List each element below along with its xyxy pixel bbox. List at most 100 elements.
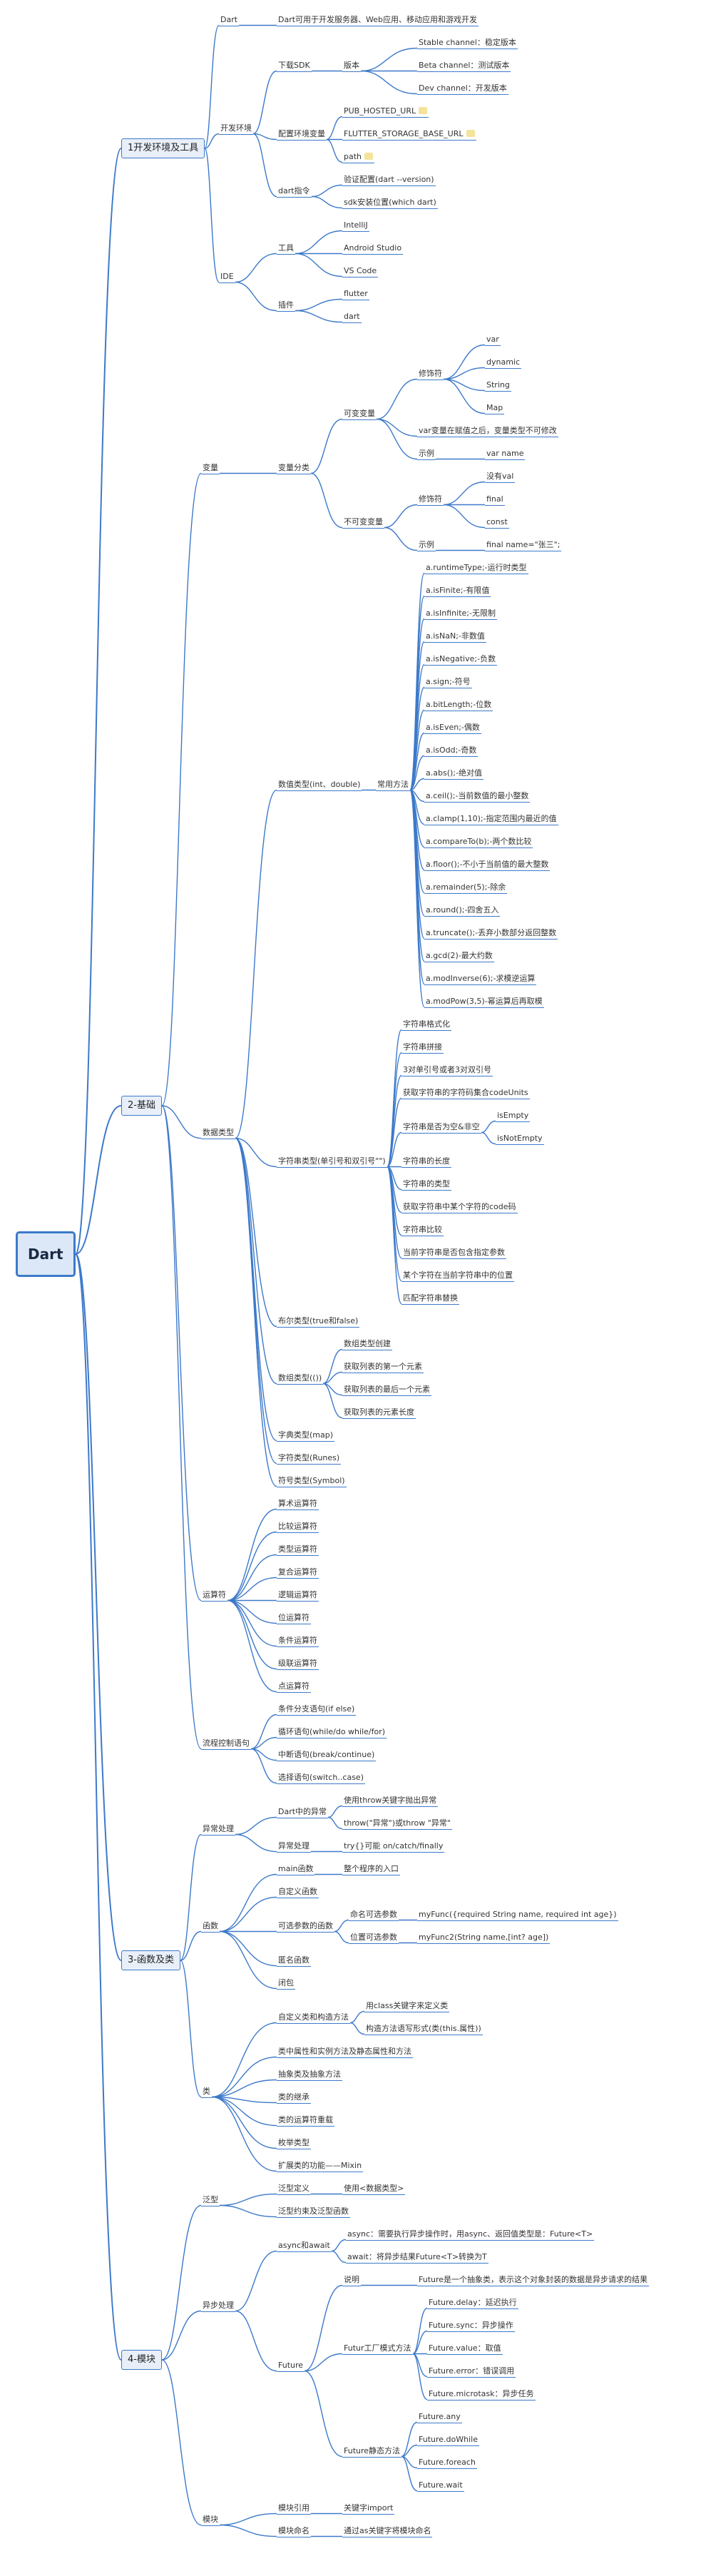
topic-node[interactable]: 闭包 (277, 1977, 295, 1990)
topic-node-dart-version[interactable]: 验证配置(dart --version) (342, 174, 436, 186)
topic-node[interactable]: 模块 (201, 2514, 220, 2526)
topic-node-throw[interactable]: 使用throw关键字抛出异常 (342, 1795, 439, 1807)
topic-node-pub-hosted-url[interactable]: PUB_HOSTED_URL (342, 106, 429, 118)
topic-node[interactable]: 常用方法 (376, 779, 410, 791)
topic-node[interactable]: 获取列表的第一个元素 (342, 1361, 424, 1373)
topic-node[interactable]: 版本 (342, 60, 361, 72)
topic-node[interactable]: 抽象类及抽象方法 (277, 2069, 342, 2081)
topic-node[interactable]: 异步处理 (201, 2300, 235, 2312)
topic-node[interactable]: 泛型约束及泛型函数 (277, 2206, 350, 2218)
topic-node[interactable]: 自定义类和构造方法 (277, 2012, 350, 2024)
topic-node[interactable]: 条件运算符 (277, 1635, 319, 1647)
topic-node-a-iseven[interactable]: a.isEven;-偶数 (424, 722, 481, 734)
topic-node[interactable]: 类型运算符 (277, 1544, 319, 1556)
topic-node-vs-code[interactable]: VS Code (342, 265, 379, 278)
topic-node[interactable]: 枚举类型 (277, 2137, 311, 2149)
topic-node-final[interactable]: final (485, 494, 505, 506)
topic-node[interactable]: 字符串比较 (401, 1224, 444, 1236)
topic-node[interactable]: 可选参数的函数 (277, 1920, 334, 1933)
topic-node-while-do-while-for[interactable]: 循环语句(while/do while/for) (277, 1726, 387, 1738)
topic-node[interactable]: 逻辑运算符 (277, 1589, 319, 1602)
topic-node[interactable]: 字符串是否为空&非空 (401, 1121, 481, 1134)
topic-node-flutter-storage-base-url[interactable]: FLUTTER_STORAGE_BASE_URL (342, 128, 476, 141)
topic-node[interactable]: 数组类型创建 (342, 1338, 392, 1350)
topic-node[interactable]: 泛型定义 (277, 2183, 311, 2195)
topic-node[interactable]: 流程控制语句 (201, 1738, 251, 1750)
topic-node-var[interactable]: var (485, 334, 501, 346)
topic-node-beta-channel[interactable]: Beta channel：测试版本 (417, 60, 511, 72)
topic-node-a-abs[interactable]: a.abs();-绝对值 (424, 768, 484, 780)
topic-node-a-modinverse-6[interactable]: a.modInverse(6);-求模逆运算 (424, 973, 537, 985)
topic-node[interactable]: 类的运算符重载 (277, 2114, 334, 2127)
main-topic-4[interactable]: 4-模块 (121, 2350, 162, 2370)
topic-node-import[interactable]: 关键字import (342, 2503, 395, 2515)
topic-node[interactable]: 泛型 (201, 2194, 220, 2206)
topic-node[interactable]: 示例 (417, 448, 436, 460)
topic-node-android-studio[interactable]: Android Studio (342, 243, 404, 255)
topic-node[interactable]: 异常处理 (201, 1823, 235, 1836)
topic-node[interactable]: 字符串的长度 (401, 1156, 451, 1168)
topic-node[interactable]: 函数 (201, 1920, 220, 1933)
topic-node[interactable]: 比较运算符 (277, 1521, 319, 1533)
main-topic-1[interactable]: 1开发环境及工具 (121, 138, 205, 158)
topic-node[interactable]: 类中属性和实例方法及静态属性和方法 (277, 2046, 413, 2058)
topic-node-async-await[interactable]: async和await (277, 2240, 332, 2252)
topic-node-mixin[interactable]: 扩展类的功能——Mixin (277, 2160, 364, 2172)
topic-node-int-double[interactable]: 数值类型(int、double) (277, 779, 362, 791)
topic-node-path[interactable]: path (342, 151, 375, 163)
topic-node[interactable]: 整个程序的入口 (342, 1863, 400, 1875)
topic-node-future-value[interactable]: Future.value：取值 (427, 2343, 503, 2355)
topic-node[interactable]: 运算符 (201, 1589, 227, 1602)
root-topic[interactable]: Dart (16, 1231, 76, 1277)
topic-node-break-continue[interactable]: 中断语句(break/continue) (277, 1749, 377, 1761)
topic-node-dev-channel[interactable]: Dev channel：开发版本 (417, 83, 508, 95)
topic-node-flutter[interactable]: flutter (342, 288, 369, 300)
topic-node-future[interactable]: Future静态方法 (342, 2445, 402, 2458)
topic-node[interactable]: 匹配字符串替换 (401, 1293, 459, 1305)
topic-node-dart[interactable]: Dart中的异常 (277, 1806, 329, 1818)
topic-node-this[interactable]: 构造方法语写形式(类(this.属性)) (364, 2023, 483, 2035)
topic-node[interactable]: 算术运算符 (277, 1498, 319, 1510)
topic-node[interactable]: 数据类型 (201, 1127, 235, 1139)
topic-node[interactable]: 类 (201, 2086, 212, 2098)
topic-node[interactable]: 变量分类 (277, 462, 311, 474)
topic-node-a-runtimetype[interactable]: a.runtimeType;-运行时类型 (424, 562, 528, 574)
topic-node-future-wait[interactable]: Future.wait (417, 2480, 464, 2492)
topic-node[interactable]: 字符串格式化 (401, 1019, 451, 1031)
topic-node-future-delay[interactable]: Future.delay：延迟执行 (427, 2297, 518, 2309)
topic-node-map[interactable]: Map (485, 402, 505, 414)
topic-node-a-isfinite[interactable]: a.isFinite;-有限值 (424, 585, 491, 597)
topic-node-code[interactable]: 获取字符串中某个字符的code码 (401, 1201, 518, 1213)
topic-node-a-modpow-3-5[interactable]: a.modPow(3,5)-幂运算后再取模 (424, 996, 544, 1008)
topic-node[interactable]: 插件 (277, 300, 295, 312)
topic-node-dart[interactable]: dart指令 (277, 185, 312, 198)
topic-node[interactable]: 异常处理 (277, 1841, 311, 1853)
topic-node[interactable]: 自定义函数 (277, 1886, 319, 1898)
topic-node[interactable]: 获取列表的元素长度 (342, 1407, 416, 1419)
topic-node-runes[interactable]: 字符类型(Runes) (277, 1452, 342, 1465)
topic-node[interactable]: 数组类型(()) (277, 1373, 324, 1385)
topic-node-dart[interactable]: dart (342, 311, 362, 323)
topic-node[interactable]: 配置环境变量 (277, 128, 327, 141)
topic-node[interactable]: 变量 (201, 462, 220, 474)
topic-node-3-3[interactable]: 3对单引号或者3对双引号 (401, 1064, 493, 1076)
topic-node-future[interactable]: Future是一个抽象类，表示这个对象封装的数据是异步请求的结果 (417, 2274, 650, 2286)
topic-node-future-any[interactable]: Future.any (417, 2411, 462, 2423)
topic-node-a-sign[interactable]: a.sign;-符号 (424, 676, 472, 688)
topic-node-switch-case[interactable]: 选择语句(switch..case) (277, 1772, 365, 1784)
topic-node-isnotempty[interactable]: isNotEmpty (496, 1133, 544, 1145)
topic-node[interactable]: 位运算符 (277, 1612, 311, 1624)
topic-node-a-compareto-b[interactable]: a.compareTo(b);-两个数比较 (424, 836, 533, 848)
note-icon[interactable] (364, 152, 374, 160)
topic-node[interactable]: 某个字符在当前字符串中的位置 (401, 1270, 514, 1282)
topic-node-a-ceil[interactable]: a.ceil();-当前数值的最小整数 (424, 790, 531, 803)
topic-node-string[interactable]: String (485, 380, 511, 392)
topic-node[interactable]: 字符串拼接 (401, 1042, 444, 1054)
topic-node[interactable]: 类的继承 (277, 2092, 311, 2104)
topic-node[interactable]: 当前字符串是否包含指定参数 (401, 1247, 506, 1259)
topic-node-isempty[interactable]: isEmpty (496, 1110, 531, 1122)
topic-node[interactable]: 字符串类型(单引号和双引号"") (277, 1156, 387, 1168)
topic-node-futur[interactable]: Futur工厂模式方法 (342, 2343, 413, 2355)
topic-node-throw-throw[interactable]: throw("异常")或throw "异常" (342, 1818, 452, 1830)
topic-node-await-future-t-t[interactable]: await：将异步结果Future<T>转换为T (346, 2251, 488, 2264)
